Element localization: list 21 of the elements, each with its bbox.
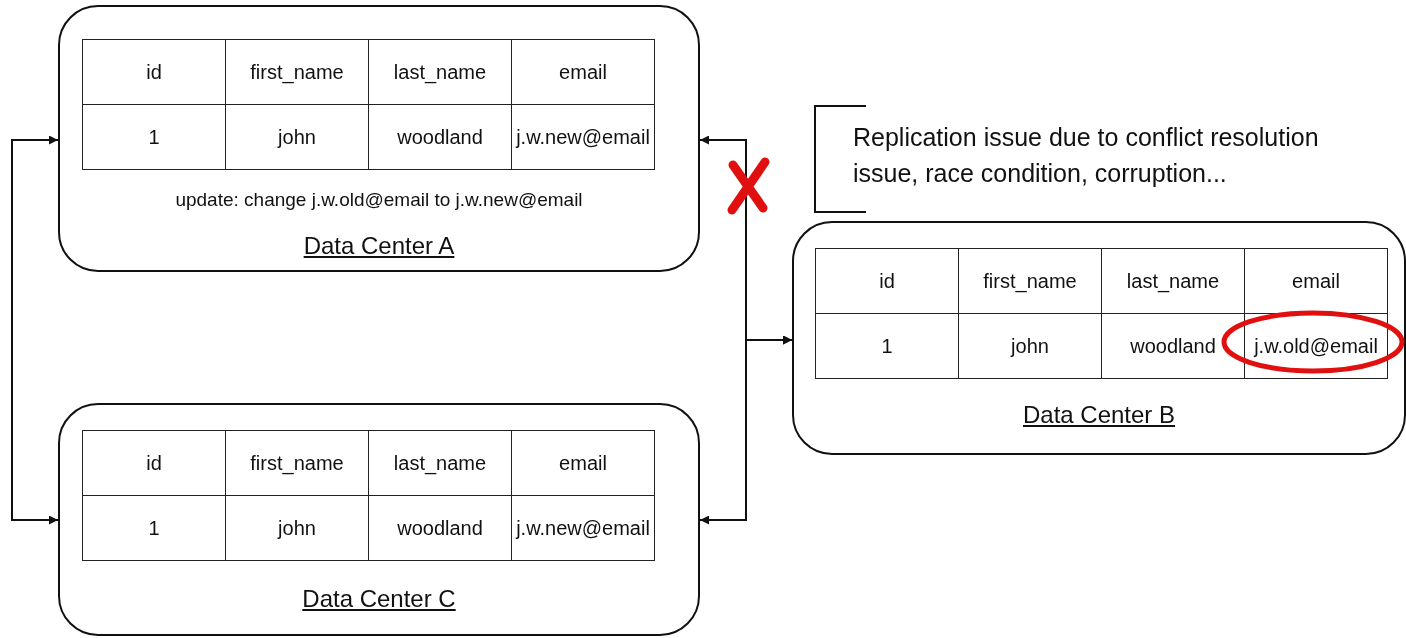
table-cell: j.w.new@email [511,495,655,561]
table-cell: email [511,430,655,496]
table-cell: id [82,430,226,496]
table-cell: 1 [815,313,959,379]
data-center-box [792,221,1406,455]
table-cell: email [511,39,655,105]
data-center-box [58,403,700,636]
table-cell: email [1244,248,1388,314]
table-cell: id [82,39,226,105]
table-cell: 1 [82,104,226,170]
table-cell: 1 [82,495,226,561]
callout-text: Replication issue due to conflict resolution issue, race condition, corruption... [853,122,1320,189]
node-title: Data Center C [302,585,456,612]
node-title: Data Center A [303,232,455,259]
arrow [11,135,59,525]
table-cell: id [815,248,959,314]
note-text: update: change j.w.old@email to j.w.new@email [175,189,583,210]
node-title: Data Center B [1022,401,1176,428]
table-cell: j.w.new@email [511,104,655,170]
arrow [699,335,793,525]
data-center-box [58,5,700,272]
